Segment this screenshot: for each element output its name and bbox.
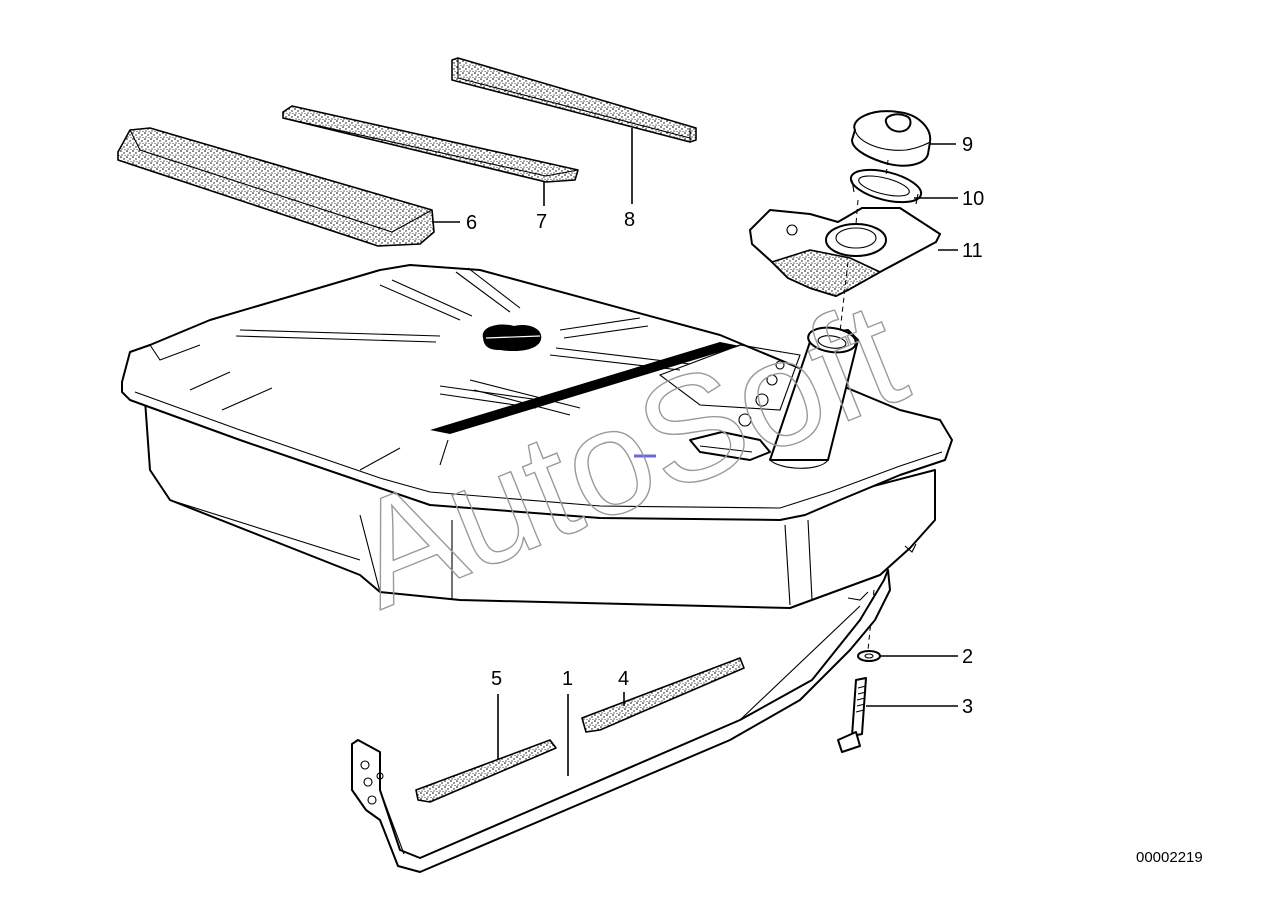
callout-1: 1 (562, 668, 573, 690)
fuel-tank (121, 264, 953, 609)
assembly-line (885, 159, 889, 177)
tank-strap-1 (351, 569, 891, 873)
seal-ring-10 (849, 168, 923, 205)
drawing-number: 00002219 (1136, 849, 1203, 866)
assembly-line (839, 261, 849, 333)
callout-5: 5 (491, 668, 502, 690)
bracket-plate-11 (749, 207, 941, 297)
callout-2: 2 (962, 646, 973, 668)
strip-7 (282, 105, 579, 183)
callout-4: 4 (618, 668, 629, 690)
leader-lines (432, 128, 958, 776)
strip-6 (117, 127, 435, 247)
washer-2 (857, 650, 881, 662)
bolt-3 (837, 677, 867, 753)
callout-6: 6 (466, 212, 477, 234)
strap-pad-5 (415, 739, 557, 803)
callout-7: 7 (536, 211, 547, 233)
callout-3: 3 (962, 696, 973, 718)
callout-8: 8 (624, 209, 635, 231)
filler-cap-9 (851, 110, 932, 167)
assembly-line (855, 199, 859, 225)
callout-10: 10 (962, 188, 984, 210)
strip-8 (451, 57, 697, 143)
callout-9: 9 (962, 134, 973, 156)
strap-pad-4 (581, 657, 745, 733)
callout-11: 11 (962, 240, 983, 262)
